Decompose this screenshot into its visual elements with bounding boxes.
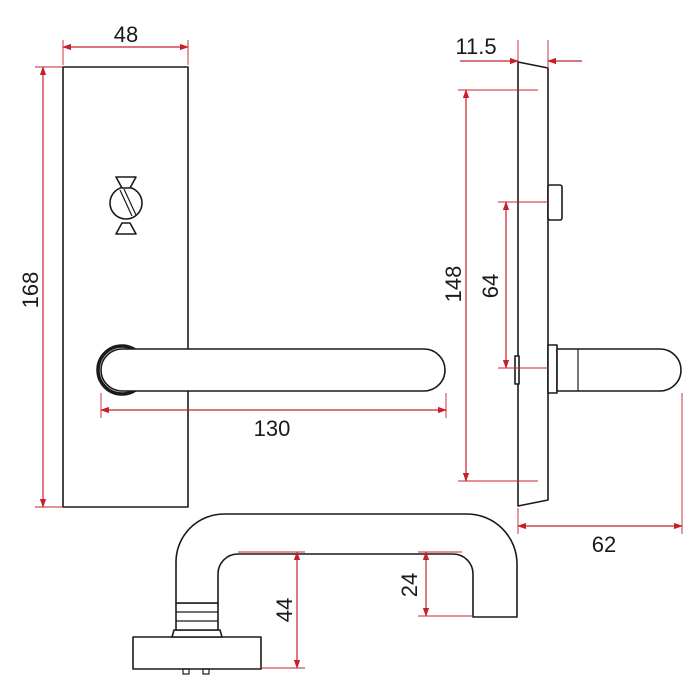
dim-fixing-centres: 148 bbox=[441, 89, 538, 482]
dim-plate-thickness: 11.5 bbox=[455, 34, 582, 68]
label-lever-height: 44 bbox=[272, 598, 297, 622]
rose-neck bbox=[171, 629, 223, 638]
label-lever-return: 24 bbox=[397, 573, 422, 597]
dim-lever-length: 130 bbox=[100, 393, 447, 441]
label-lever-length: 130 bbox=[254, 416, 291, 441]
front-view: 48 168 130 bbox=[18, 22, 447, 508]
side-view: 11.5 148 64 62 bbox=[441, 34, 683, 557]
label-projection: 62 bbox=[592, 532, 616, 557]
lever-front bbox=[96, 344, 446, 396]
dim-lever-to-turn: 64 bbox=[478, 201, 548, 369]
label-plate-width: 48 bbox=[114, 22, 138, 47]
rose-collar bbox=[175, 602, 219, 631]
privacy-turn-icon bbox=[109, 176, 143, 235]
lever-boss-side bbox=[547, 344, 558, 394]
turn-knob-side bbox=[547, 184, 563, 221]
spindle-side bbox=[514, 355, 520, 385]
label-fixing-centres: 148 bbox=[441, 266, 466, 303]
label-plate-thickness: 11.5 bbox=[455, 34, 496, 59]
dim-lever-height: 44 bbox=[238, 551, 305, 669]
top-view: 44 24 bbox=[132, 513, 518, 675]
backplate-side bbox=[517, 61, 549, 507]
dim-plate-height: 168 bbox=[18, 66, 62, 508]
dim-plate-width: 48 bbox=[62, 22, 189, 65]
rose-base bbox=[132, 636, 262, 670]
backplate bbox=[62, 66, 189, 508]
label-lever-to-turn: 64 bbox=[478, 274, 503, 298]
lever-top bbox=[175, 513, 518, 618]
label-plate-height: 168 bbox=[18, 272, 43, 309]
dim-projection: 62 bbox=[517, 393, 683, 557]
lever-side bbox=[556, 348, 682, 392]
dim-lever-return: 24 bbox=[397, 551, 472, 617]
